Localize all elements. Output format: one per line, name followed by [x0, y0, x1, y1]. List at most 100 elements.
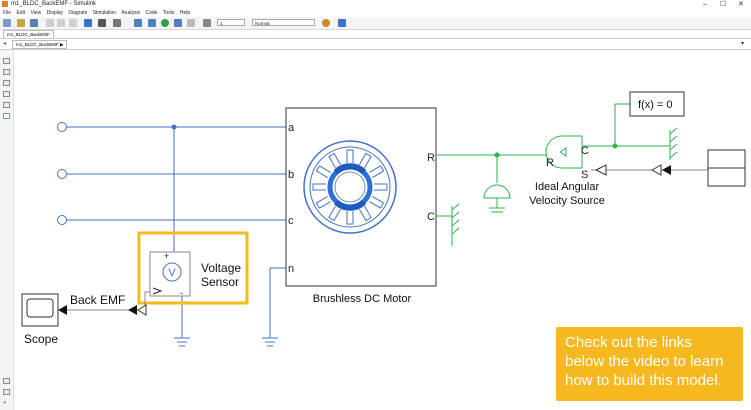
stop-icon[interactable]	[187, 19, 195, 27]
back-emf-signal-line[interactable]	[58, 291, 150, 316]
save-icon[interactable]	[30, 19, 38, 27]
stop-time-input[interactable]: 1	[217, 19, 245, 26]
inertia-icon	[483, 184, 511, 213]
model-explorer-icon[interactable]	[84, 19, 92, 27]
voltage-sensor-label-line1: Voltage	[201, 261, 241, 275]
angular-port-s: S	[581, 169, 588, 181]
image-icon[interactable]	[3, 102, 10, 108]
model-canvas: a b c n R C Brushless DC Motor f(x) = 0	[21, 91, 746, 347]
voltage-sensor-plus: +	[164, 251, 169, 261]
menu-bar: File Edit View Display Diagram Simulatio…	[0, 9, 751, 17]
angular-velocity-source-block[interactable]	[545, 135, 583, 169]
stator-slot	[358, 152, 372, 168]
port-c-connection[interactable]	[57, 215, 67, 225]
stator-slot	[346, 149, 354, 163]
simulink-logo-icon	[2, 1, 8, 7]
minimize-button[interactable]: –	[703, 1, 707, 8]
stator-slot	[315, 165, 331, 179]
menu-display[interactable]: Display	[46, 10, 64, 16]
hide-browser-icon[interactable]: ◂	[3, 41, 7, 47]
screenshot-icon[interactable]	[3, 378, 10, 384]
up-icon[interactable]	[69, 19, 77, 27]
junction-dot	[494, 152, 500, 158]
window-title: m1_BLDC_BackEMF - Simulink	[11, 1, 97, 7]
chevron-down-icon[interactable]: ▾	[741, 41, 745, 47]
pause-icon[interactable]	[148, 19, 156, 27]
model-browser-icon[interactable]	[3, 389, 10, 395]
angular-port-r: R	[546, 157, 554, 169]
step-forward-icon[interactable]	[174, 19, 182, 27]
stator-slot	[346, 211, 354, 225]
model-advisor-icon[interactable]	[322, 19, 330, 27]
output-port-icon	[152, 287, 163, 295]
angular-label-line2: Velocity Source	[529, 195, 605, 207]
callout-line: below the video to learn	[565, 353, 724, 370]
menu-simulation[interactable]: Simulation	[92, 10, 117, 16]
palette: »	[0, 50, 14, 410]
step-back-icon[interactable]	[134, 19, 142, 27]
stator-slot	[315, 195, 331, 209]
stator-slot	[374, 183, 388, 191]
toolbar: 1 Normal	[0, 17, 751, 30]
info-callout: Check out the links below the video to l…	[556, 327, 743, 401]
menu-file[interactable]: File	[3, 10, 12, 16]
callout-line: Check out the links	[565, 334, 692, 351]
voltmeter-glyph: V	[168, 267, 176, 279]
double-chevron-icon[interactable]: »	[3, 400, 7, 406]
library-browser-icon[interactable]	[3, 19, 11, 27]
motor-icon	[303, 140, 397, 234]
arrow-icon[interactable]	[3, 80, 10, 86]
solver-label: f(x) = 0	[638, 99, 673, 111]
data-inspector-icon[interactable]	[113, 19, 121, 27]
voltage-sensor-label-line2: Sensor	[201, 275, 239, 289]
title-bar: m1_BLDC_BackEMF - Simulink – ☐ ✕	[0, 0, 751, 9]
menu-analysis[interactable]: Analysis	[121, 10, 141, 16]
port-a-connection[interactable]	[57, 122, 67, 132]
simulation-mode-select[interactable]: Normal	[252, 19, 315, 26]
stator-slot	[328, 206, 342, 222]
breadcrumb[interactable]: m1_BLDC_BackEMF ▶	[12, 40, 68, 49]
port-b-connection[interactable]	[57, 169, 67, 179]
menu-diagram[interactable]: Diagram	[68, 10, 88, 16]
forward-icon[interactable]	[57, 19, 65, 27]
signal-line[interactable]	[591, 164, 708, 176]
junction-dot	[171, 124, 177, 130]
fit-view-icon[interactable]	[3, 69, 10, 75]
voltage-sensor-minus: -	[180, 288, 183, 298]
tab-bar: m1_BLDC_BackEMF	[0, 30, 751, 39]
rotational-reference-icon	[436, 203, 460, 246]
menu-view[interactable]: View	[30, 10, 42, 16]
record-icon[interactable]	[203, 19, 211, 27]
back-icon[interactable]	[46, 19, 54, 27]
rotational-lines[interactable]	[436, 103, 670, 183]
motor-port-c-rot: C	[427, 211, 435, 223]
solver-configuration-block[interactable]	[629, 91, 685, 117]
menu-edit[interactable]: Edit	[16, 10, 26, 16]
motor-port-c: c	[288, 215, 294, 227]
run-icon[interactable]	[161, 19, 169, 27]
junction-dot	[612, 143, 618, 149]
build-icon[interactable]	[338, 19, 346, 27]
annotation-icon[interactable]	[3, 91, 10, 97]
breadcrumb-bar: ◂ m1_BLDC_BackEMF ▶ ▾	[0, 39, 751, 50]
voltage-sensor-highlight	[137, 231, 249, 305]
back-emf-label: Back EMF	[70, 293, 125, 307]
motor-port-a: a	[288, 122, 295, 134]
angular-port-c: C	[581, 145, 589, 157]
menu-help[interactable]: Help	[179, 10, 191, 16]
area-icon[interactable]	[3, 113, 10, 119]
stator-slot	[328, 152, 342, 168]
menu-tools[interactable]: Tools	[162, 10, 175, 16]
maximize-button[interactable]: ☐	[720, 1, 727, 8]
close-button[interactable]: ✕	[738, 1, 744, 8]
new-model-icon[interactable]	[17, 19, 25, 27]
settings-icon[interactable]	[98, 19, 106, 27]
stator-slot	[369, 165, 385, 179]
ground-icon	[174, 337, 190, 347]
stator-slot	[369, 195, 385, 209]
tab-model[interactable]: m1_BLDC_BackEMF	[3, 30, 54, 38]
motor-port-b: b	[288, 169, 294, 181]
stator-slot	[312, 183, 326, 191]
zoom-icon[interactable]	[3, 58, 10, 64]
menu-code[interactable]: Code	[145, 10, 158, 16]
